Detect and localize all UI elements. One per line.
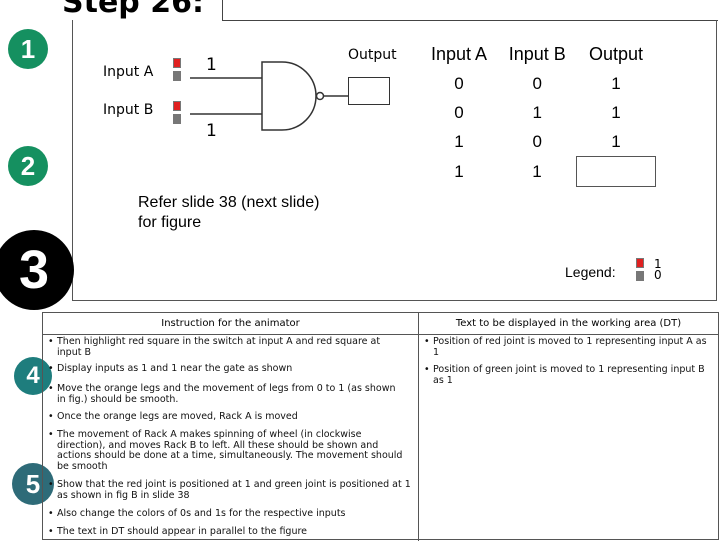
animator-header: Instruction for the animator <box>43 313 418 335</box>
legend-high-square <box>636 258 644 268</box>
input-a-value: 1 <box>206 55 217 75</box>
legend-label: Legend: <box>565 264 616 280</box>
truth-table-row: 0 1 1 <box>420 98 656 127</box>
step-circle-5: 5 <box>12 463 54 505</box>
truth-table-cell: 0 <box>454 73 464 93</box>
truth-table-cell: 1 <box>498 156 577 187</box>
figure-reference-note: Refer slide 38 (next slide) for figure <box>138 193 319 233</box>
truth-table-cell: 1 <box>454 161 464 181</box>
animator-instruction: •Display inputs as 1 and 1 near the gate… <box>48 363 293 374</box>
legend-switch-icon <box>636 258 644 282</box>
dt-header: Text to be displayed in the working area… <box>419 313 718 335</box>
input-b-value: 1 <box>206 121 217 141</box>
truth-table: Input A Input B Output 0 0 1 0 1 1 1 0 1… <box>420 40 656 187</box>
dt-text-item: •Position of green joint is moved to 1 r… <box>424 364 705 386</box>
legend-values: 1 0 <box>654 257 662 282</box>
truth-table-cell: 1 <box>611 102 621 122</box>
input-a-label: Input A <box>103 64 154 80</box>
legend-low-square <box>636 271 644 281</box>
truth-table-header: Input B <box>508 44 566 64</box>
truth-table-header: Input A <box>430 44 488 64</box>
truth-table-output-empty-cell <box>576 156 656 187</box>
truth-table-cell: 0 <box>532 73 542 93</box>
column-divider <box>418 313 419 541</box>
animator-instruction: •The movement of Rack A makes spinning o… <box>48 429 403 472</box>
truth-table-cell: 1 <box>454 131 464 151</box>
step-circle-3: 3 <box>0 230 74 310</box>
step-circle-2: 2 <box>8 146 48 186</box>
legend-high-value: 1 <box>654 257 662 271</box>
animator-instruction: •Once the orange legs are moved, Rack A … <box>48 411 298 422</box>
truth-table-cell: 1 <box>611 131 621 151</box>
output-box <box>348 77 390 105</box>
working-area <box>72 20 717 301</box>
title-strip <box>222 0 718 21</box>
truth-table-cell: 0 <box>454 102 464 122</box>
truth-table-row: 0 0 1 <box>420 69 656 98</box>
input-b-switch[interactable] <box>173 101 181 125</box>
animator-instruction: •The text in DT should appear in paralle… <box>48 526 308 537</box>
legend-low-value: 0 <box>654 268 662 282</box>
input-a-switch[interactable] <box>173 58 181 82</box>
animator-instruction: • Also change the colors of 0s and 1s fo… <box>48 508 346 519</box>
animator-instruction: •Move the orange legs and the movement o… <box>48 383 396 405</box>
switch-low-square <box>173 71 181 81</box>
truth-table-row: 1 0 1 <box>420 127 656 157</box>
figure-note-line-1: Refer slide 38 (next slide) <box>138 194 320 211</box>
slide-title: Step 26: <box>62 0 204 20</box>
truth-table-header: Output <box>588 44 644 64</box>
truth-table-row: 1 1 <box>420 156 656 187</box>
truth-table-cell: 1 <box>532 102 542 122</box>
animator-instruction: •Then highlight red square in the switch… <box>48 336 381 358</box>
animator-instruction: •Show that the red joint is positioned a… <box>48 479 411 501</box>
nand-gate-icon <box>190 61 348 131</box>
switch-low-square <box>173 114 181 124</box>
truth-table-header-row: Input A Input B Output <box>420 40 656 69</box>
truth-table-cell: 0 <box>532 131 542 151</box>
figure-note-line-2: for figure <box>138 214 202 231</box>
step-circle-4: 4 <box>14 357 52 395</box>
step-circle-1: 1 <box>8 29 48 69</box>
switch-high-square <box>173 101 181 111</box>
dt-text-item: •Position of red joint is moved to 1 rep… <box>424 336 707 358</box>
truth-table-cell: 1 <box>611 73 621 93</box>
output-label: Output <box>348 47 397 63</box>
switch-high-square <box>173 58 181 68</box>
input-b-label: Input B <box>103 102 154 118</box>
